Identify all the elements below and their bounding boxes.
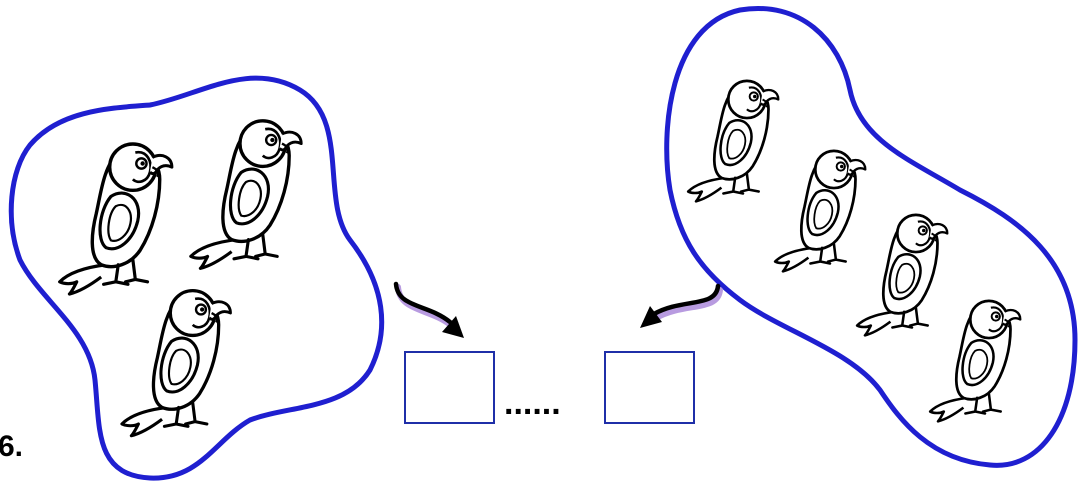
parrot-icon: [57, 142, 174, 296]
parrot-icon: [928, 299, 1022, 423]
parrot-icon: [686, 79, 780, 203]
left-group-outline: [8, 75, 385, 481]
curved-arrow-icon: [393, 281, 464, 338]
parrot-icon: [189, 119, 303, 271]
separator-dots: ......: [504, 384, 561, 422]
parrot-icon: [855, 213, 949, 337]
right-group-outline: [664, 6, 1078, 468]
curved-arrow-icon: [640, 283, 723, 328]
answer-box-2[interactable]: [604, 351, 695, 424]
question-number: 6.: [0, 430, 24, 463]
parrot-icon: [120, 288, 233, 438]
answer-box-1[interactable]: [404, 351, 495, 424]
parrot-icon: [773, 149, 867, 273]
